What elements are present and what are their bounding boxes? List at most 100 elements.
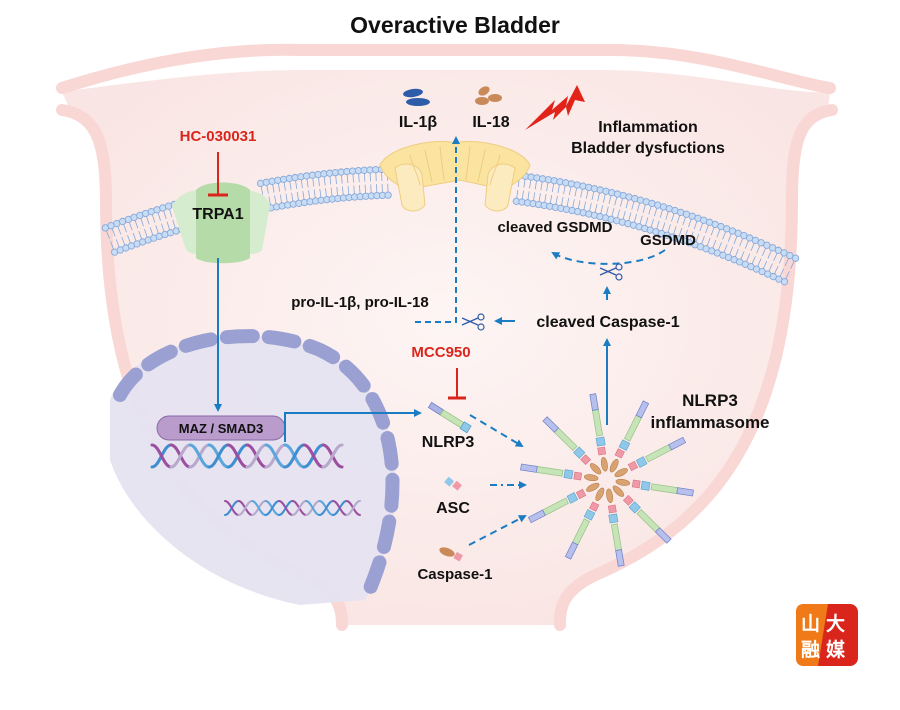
lipid-tail bbox=[157, 212, 161, 221]
cleaved-gsdmd-label: cleaved GSDMD bbox=[497, 219, 612, 236]
lipid-tail bbox=[648, 206, 652, 215]
lipid-tail bbox=[123, 224, 127, 233]
lipid-tail bbox=[516, 189, 519, 199]
lipid-tail bbox=[529, 179, 532, 189]
lipid-tail bbox=[260, 186, 264, 195]
logo-char: 融 bbox=[801, 639, 820, 661]
lipid-tail bbox=[676, 215, 681, 224]
diagram-title: Overactive Bladder bbox=[350, 12, 560, 38]
lipid-tail bbox=[291, 192, 294, 202]
dna-strand bbox=[169, 443, 192, 469]
lipid-tail bbox=[757, 258, 762, 267]
lipid-head bbox=[550, 177, 558, 185]
lipid-tail bbox=[289, 181, 292, 190]
il18-icon bbox=[475, 86, 502, 105]
lipid-head bbox=[567, 180, 576, 188]
lipid-tail bbox=[628, 212, 632, 221]
lipid-tail bbox=[295, 180, 298, 190]
lipid-tail bbox=[172, 219, 176, 229]
lipid-tail bbox=[111, 228, 116, 237]
lipid-tail bbox=[285, 193, 288, 203]
arrow-caspase1-to-inflammasome bbox=[468, 515, 527, 546]
lipid-tail bbox=[312, 178, 315, 187]
lipid-tail bbox=[706, 237, 711, 247]
lipid-tail bbox=[622, 210, 626, 220]
lipid-tail bbox=[631, 201, 635, 210]
scissors-icon bbox=[461, 313, 485, 331]
lipid-tail bbox=[762, 260, 768, 269]
caspase1-icon bbox=[439, 547, 463, 562]
lipid-tail bbox=[739, 238, 744, 247]
lipid-head bbox=[256, 179, 265, 188]
lipid-head bbox=[579, 182, 587, 190]
lipid-tail bbox=[727, 233, 732, 242]
lipid-tail bbox=[169, 208, 173, 218]
dna-strand bbox=[264, 443, 287, 469]
lipid-tail bbox=[733, 235, 738, 245]
nlrp3-arm bbox=[564, 487, 605, 560]
lipid-tail bbox=[619, 198, 623, 207]
dna-strand bbox=[321, 443, 344, 469]
lipid-tail bbox=[767, 250, 772, 259]
dna-strand bbox=[291, 500, 307, 516]
lipid-tail bbox=[716, 229, 721, 238]
lipid-tail bbox=[527, 191, 530, 200]
nlrp3-inflammasome-icon bbox=[520, 393, 694, 567]
gsdmd-pore-icon bbox=[379, 140, 531, 212]
cleaved-caspase1-label: cleaved Caspase-1 bbox=[536, 314, 679, 331]
lipid-tail bbox=[572, 199, 575, 208]
lipid-tail bbox=[127, 234, 131, 244]
lipid-tail bbox=[689, 231, 694, 241]
lipid-tail bbox=[701, 235, 705, 245]
lipid-tail bbox=[611, 208, 615, 217]
dna-helix-icon bbox=[150, 443, 344, 469]
lipid-head bbox=[262, 178, 270, 186]
nlrp3-arm bbox=[606, 488, 625, 567]
gsdmd-label: GSDMD bbox=[640, 232, 696, 249]
lipid-tail bbox=[561, 196, 564, 206]
lipid-head bbox=[573, 181, 581, 189]
lipid-tail bbox=[751, 255, 756, 265]
hc-030031-label: HC-030031 bbox=[180, 128, 257, 145]
lipid-tail bbox=[761, 247, 767, 256]
lipid-tail bbox=[705, 224, 709, 234]
lipid-tail bbox=[161, 223, 165, 232]
nucleus bbox=[110, 329, 400, 607]
dna-strand bbox=[283, 443, 306, 469]
trpa1-channel-icon bbox=[172, 182, 270, 264]
lipid-tail bbox=[330, 187, 333, 197]
lipid-tail bbox=[790, 260, 795, 269]
nlrp3-arm bbox=[615, 478, 694, 497]
lipid-tail bbox=[551, 183, 555, 193]
inhibition-icon bbox=[448, 368, 466, 400]
lipid-head bbox=[786, 251, 794, 260]
lipid-tail bbox=[319, 188, 322, 198]
lipid-tail bbox=[605, 206, 609, 216]
lipid-tail bbox=[639, 215, 643, 225]
caspase1-label: Caspase-1 bbox=[417, 566, 492, 583]
lipid-tail bbox=[534, 180, 537, 190]
lipid-tail bbox=[110, 241, 114, 250]
lipid-tail bbox=[671, 213, 675, 222]
il1b-icon bbox=[403, 88, 430, 106]
nlrp3-arm bbox=[614, 436, 687, 478]
lipid-tail bbox=[580, 189, 583, 198]
lipid-tail bbox=[600, 205, 604, 214]
nlrp3-arm bbox=[609, 400, 650, 473]
lipid-tail bbox=[688, 218, 692, 228]
lipid-tail bbox=[594, 203, 598, 213]
nlrp3-monomer-icon bbox=[427, 401, 472, 434]
nlrp3-arm bbox=[527, 482, 600, 524]
lipid-tail bbox=[583, 201, 587, 210]
lipid-tail bbox=[645, 217, 649, 226]
dna-strand bbox=[332, 500, 348, 516]
dna-strand bbox=[302, 443, 325, 469]
dna-strand bbox=[224, 500, 240, 516]
lipid-tail bbox=[642, 204, 646, 213]
dna-strand bbox=[278, 500, 294, 516]
lipid-tail bbox=[163, 210, 167, 220]
trpa1-label: TRPA1 bbox=[192, 206, 243, 223]
lipid-tail bbox=[585, 190, 589, 199]
lipid-tail bbox=[318, 177, 320, 186]
asc-icon bbox=[444, 476, 462, 491]
